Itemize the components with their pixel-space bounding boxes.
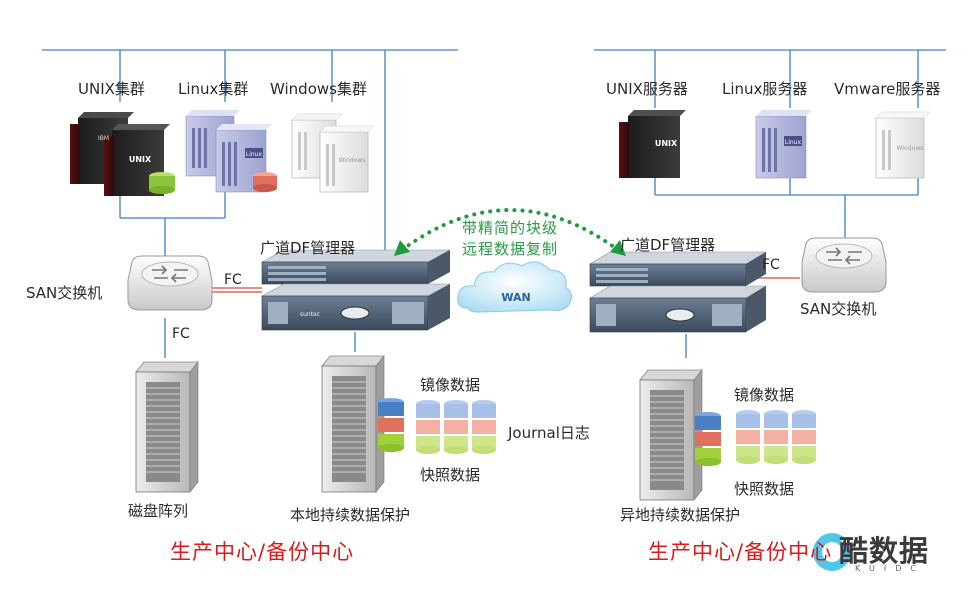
- linux-cluster-icon: Linux: [185, 110, 277, 193]
- local-protection-label: 本地持续数据保护: [290, 506, 411, 524]
- unix-badge: UNIX: [129, 155, 152, 164]
- wan-label: WAN: [501, 291, 530, 304]
- watermark-sub: KUIDC: [855, 564, 925, 573]
- left-fc-top-label: FC: [224, 272, 242, 288]
- vmware-server-icon: Windows: [875, 111, 931, 179]
- unix-cluster-icon: UNIX IBM: [70, 112, 175, 196]
- left-san-switch-icon: [127, 255, 213, 311]
- left-df-manager-icon: suntec: [261, 249, 451, 331]
- replication-arc: [394, 208, 626, 256]
- disk-array-icon: [135, 361, 199, 493]
- left-snapshot-label: 快照数据: [420, 466, 481, 484]
- unix-server-badge: UNIX: [655, 139, 678, 148]
- vmware-server-label: Vmware服务器: [834, 80, 941, 98]
- replication-label-line1: 带精简的块级: [462, 219, 559, 237]
- left-fc-bottom-label: FC: [172, 326, 190, 342]
- right-mirror-disks-icon: [736, 410, 816, 464]
- left-center-title: 生产中心/备份中心: [170, 540, 355, 564]
- windows-cluster-label: Windows集群: [270, 80, 367, 98]
- disk-array-label: 磁盘阵列: [128, 502, 189, 520]
- ibm-badge: IBM: [98, 135, 109, 142]
- right-center-title: 生产中心/备份中心: [648, 540, 833, 564]
- replication-label-line2: 远程数据复制: [462, 240, 559, 258]
- windows-badge: Windows: [339, 157, 366, 164]
- right-san-switch-label: SAN交换机: [800, 300, 877, 318]
- journal-log-label: Journal日志: [508, 424, 590, 442]
- linux-cluster-label: Linux集群: [178, 80, 249, 98]
- vmware-badge: Windows: [897, 145, 924, 152]
- linux-badge: Linux: [246, 151, 263, 158]
- remote-storage-rack-icon: [639, 369, 703, 501]
- unix-cluster-label: UNIX集群: [78, 80, 145, 98]
- right-fc-label: FC: [762, 257, 780, 273]
- right-main-disk-icon: [695, 412, 721, 466]
- left-main-disk-icon: [378, 398, 404, 452]
- unix-server-icon: UNIX: [619, 110, 686, 178]
- left-df-manager-label: 广道DF管理器: [260, 239, 356, 257]
- watermark: 酷数据 KUIDC: [795, 522, 965, 588]
- right-network-lines: [594, 49, 946, 358]
- remote-protection-label: 异地持续数据保护: [620, 506, 741, 524]
- linux-server-label: Linux服务器: [722, 80, 808, 98]
- linux-server-icon: Linux: [755, 110, 812, 179]
- windows-cluster-icon: Windows: [291, 113, 375, 193]
- watermark-logo-icon: [813, 532, 852, 571]
- left-mirror-label: 镜像数据: [420, 376, 481, 394]
- right-df-manager-label: 广道DF管理器: [620, 236, 716, 254]
- watermark-brand: 酷数据: [839, 534, 930, 568]
- left-san-switch-label: SAN交换机: [26, 284, 103, 302]
- right-mirror-label: 镜像数据: [734, 386, 795, 404]
- rack-brand-badge: suntec: [300, 311, 320, 318]
- linux-server-badge: Linux: [785, 139, 802, 146]
- right-df-manager-icon: [588, 251, 768, 333]
- wan-cloud-icon: WAN: [457, 261, 572, 313]
- left-mirror-disks-icon: [416, 400, 496, 454]
- right-san-switch-icon: [801, 237, 887, 293]
- unix-server-label: UNIX服务器: [606, 80, 688, 98]
- right-snapshot-label: 快照数据: [734, 480, 795, 498]
- local-storage-rack-icon: [321, 355, 385, 493]
